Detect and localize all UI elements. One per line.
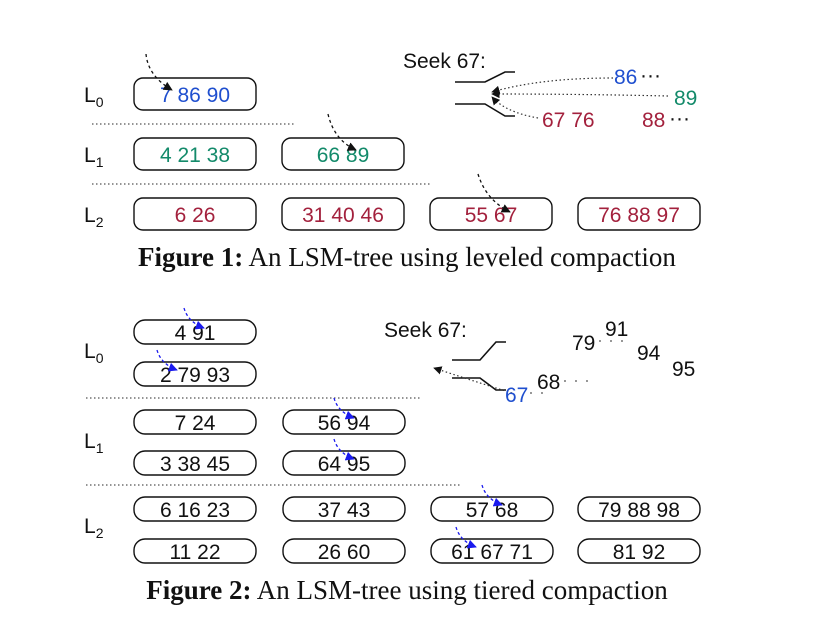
svg-text:79 88 98: 79 88 98 xyxy=(598,499,680,522)
svg-text:61 67 71: 61 67 71 xyxy=(451,541,533,564)
figure-1-caption-label: Figure 1: xyxy=(138,242,244,272)
fig1-stream-value-86: 86 xyxy=(614,66,637,89)
fig2-heap-dots-b: · · · xyxy=(562,370,590,390)
fig1-seek-arrow-l1 xyxy=(327,113,357,151)
fig2-level-label-0: L0 xyxy=(84,340,104,366)
figure-1: L0 L1 L2 7 86 90 4 21 38 66 89 6 26 31 4… xyxy=(84,50,701,231)
svg-text:4 91: 4 91 xyxy=(175,322,216,345)
fig1-run-2: 66 89 xyxy=(281,137,405,171)
svg-text:57 68: 57 68 xyxy=(466,499,519,522)
svg-text:7 24: 7 24 xyxy=(175,412,216,435)
fig2-run-2: 7 24 xyxy=(133,409,257,435)
fig2-heap-value-79: 79 xyxy=(572,332,595,355)
fig1-seek-label: Seek 67: xyxy=(403,50,486,73)
fig2-seek-arrow-run-1 xyxy=(156,349,178,372)
fig2-level-label-1: L1 xyxy=(84,430,104,456)
fig2-run-10: 11 22 xyxy=(133,538,257,564)
fig1-seek-arrow-l2 xyxy=(477,173,511,213)
fig1-run-3: 6 26 xyxy=(133,197,257,231)
figure-2-caption-label: Figure 2: xyxy=(146,575,252,605)
svg-text:81 92: 81 92 xyxy=(613,541,666,564)
svg-text:64 95: 64 95 xyxy=(318,453,371,476)
fig1-stream-value-88: 88 xyxy=(642,109,665,132)
fig2-heap-value-67: 67 xyxy=(505,384,528,407)
fig2-run-5: 64 95 xyxy=(282,450,406,476)
fig1-level-label-1: L1 xyxy=(84,144,104,170)
fig2-seek-arrow-run-0 xyxy=(183,307,205,330)
fig2-merge-funnel xyxy=(452,341,506,391)
svg-text:31 40 46: 31 40 46 xyxy=(302,204,384,227)
svg-text:37 43: 37 43 xyxy=(318,499,371,522)
svg-text:6 16 23: 6 16 23 xyxy=(160,499,230,522)
fig1-stream-arrow-67 xyxy=(491,96,539,119)
fig2-run-4: 3 38 45 xyxy=(133,450,257,476)
fig1-run-0: 7 86 90 xyxy=(133,77,257,111)
fig1-stream-ellipsis-88: ··· xyxy=(669,107,690,130)
fig2-heap-value-95: 95 xyxy=(672,358,695,381)
fig2-seek-arrow-run-5 xyxy=(333,438,355,461)
fig1-stream-arrow-86 xyxy=(491,77,614,94)
fig2-seek-label: Seek 67: xyxy=(384,319,467,342)
fig2-run-8: 57 68 xyxy=(430,496,554,522)
svg-text:76 88 97: 76 88 97 xyxy=(598,204,680,227)
fig2-seek-arrow-run-12 xyxy=(455,526,477,549)
fig2-level-label-2: L2 xyxy=(84,515,104,541)
figure-1-caption-text: An LSM-tree using leveled compaction xyxy=(248,242,676,272)
svg-text:55 67: 55 67 xyxy=(465,204,518,227)
fig1-run-5: 55 67 xyxy=(429,197,553,231)
svg-text:3 38 45: 3 38 45 xyxy=(160,453,230,476)
svg-text:56 94: 56 94 xyxy=(318,412,371,435)
fig1-run-1: 4 21 38 xyxy=(133,137,257,171)
fig1-stream-value-67-76: 67 76 xyxy=(542,109,595,132)
figure-2-caption: Figure 2: An LSM-tree using tiered compa… xyxy=(0,575,814,606)
figure-2-caption-text: An LSM-tree using tiered compaction xyxy=(256,575,668,605)
fig2-heap-value-68: 68 xyxy=(537,371,560,394)
fig1-merge-funnel xyxy=(455,71,515,117)
fig2-heap-value-91: 91 xyxy=(605,318,628,341)
fig2-run-0: 4 91 xyxy=(133,319,257,345)
fig1-level-label-0: L0 xyxy=(84,84,104,110)
fig2-run-9: 79 88 98 xyxy=(577,496,701,522)
svg-text:6 26: 6 26 xyxy=(175,204,216,227)
figure-1-caption: Figure 1: An LSM-tree using leveled comp… xyxy=(0,242,814,273)
svg-text:11 22: 11 22 xyxy=(170,541,221,564)
svg-text:66 89: 66 89 xyxy=(317,144,370,167)
svg-text:26 60: 26 60 xyxy=(318,541,371,564)
fig1-stream-ellipsis-86: ··· xyxy=(640,64,661,87)
fig2-heap-dots-c: · · · xyxy=(597,330,625,350)
figure-2: L0 L1 L2 4 91 2 79 93 7 24 56 94 3 38 45 xyxy=(84,307,701,564)
fig1-level-label-2: L2 xyxy=(84,204,104,230)
fig1-run-6: 76 88 97 xyxy=(577,197,701,231)
fig2-run-7: 37 43 xyxy=(282,496,406,522)
fig2-run-11: 26 60 xyxy=(282,538,406,564)
fig2-run-13: 81 92 xyxy=(577,538,701,564)
fig2-run-1: 2 79 93 xyxy=(133,361,257,387)
fig2-heap-dots-a: · · xyxy=(528,382,545,402)
svg-text:7 86 90: 7 86 90 xyxy=(160,84,230,107)
fig2-run-12: 61 67 71 xyxy=(430,538,554,564)
fig2-heap-value-94: 94 xyxy=(637,342,661,365)
fig2-run-3: 56 94 xyxy=(282,409,406,435)
svg-text:4 21 38: 4 21 38 xyxy=(160,144,230,167)
fig2-heap-arrow xyxy=(433,366,513,394)
fig1-stream-arrow-89 xyxy=(491,89,669,99)
fig2-run-6: 6 16 23 xyxy=(133,496,257,522)
fig2-seek-arrow-run-8 xyxy=(481,484,503,507)
fig1-stream-value-89: 89 xyxy=(674,87,697,110)
fig2-seek-arrow-run-3 xyxy=(333,397,355,420)
fig1-run-4: 31 40 46 xyxy=(281,197,405,231)
